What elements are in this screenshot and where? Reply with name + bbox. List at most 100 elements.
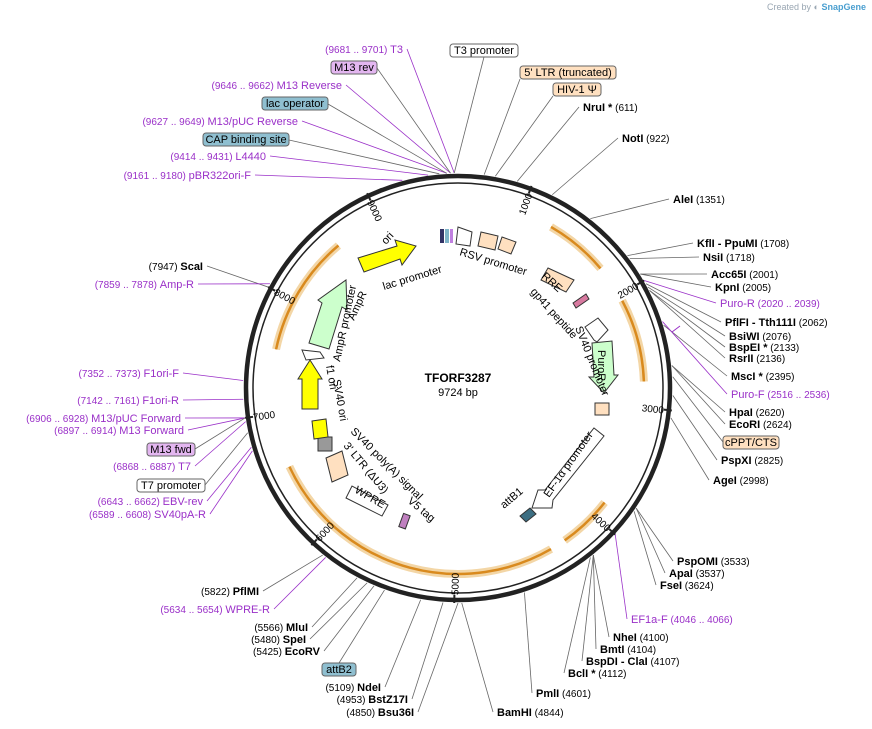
enzyme-text: (4107): [648, 657, 680, 668]
callout-line: [627, 242, 694, 257]
primer-text: (2020 .. 2039): [755, 299, 820, 310]
callout-line: [417, 602, 459, 713]
cap-site-mark: [440, 229, 444, 243]
callout-line: [194, 421, 246, 467]
callout-line: [309, 582, 368, 640]
callout-line: [495, 95, 554, 177]
feature-box: [136, 478, 206, 493]
enzyme-text: EcoRV: [285, 646, 321, 658]
primer-text: L4440: [235, 151, 266, 163]
feature-box: [552, 82, 602, 97]
enzyme-text: AleI: [673, 194, 693, 206]
enzyme-text: (2624): [760, 420, 792, 431]
attb1-label: attB1: [498, 486, 525, 512]
enzyme-label: (5566) MluI: [254, 622, 308, 634]
enzyme-text: PmlI: [536, 688, 559, 700]
orf-arc: [550, 225, 602, 270]
callout-line: [590, 198, 670, 219]
orf-arc: [274, 244, 340, 350]
enzyme-text: KflI: [697, 238, 715, 250]
enzyme-text: (5480): [251, 635, 283, 646]
callout-line: [345, 84, 451, 174]
callout-line: [327, 103, 447, 174]
enzyme-label: EcoRI (2624): [729, 419, 792, 431]
primer-text: M13/pUC Forward: [91, 413, 181, 425]
enzyme-label: NruI * (611): [583, 102, 638, 114]
enzyme-text: BclI *: [568, 668, 596, 680]
primer-text: (7352 .. 7373): [79, 369, 144, 380]
callout-line: [633, 511, 657, 586]
enzyme-label: BmtI (4104): [600, 644, 656, 656]
tick-mark: [244, 415, 254, 419]
primer-text: (9681 .. 9701): [325, 45, 390, 56]
enzyme-label: RsrII (2136): [729, 353, 785, 365]
primer-text: (6643 .. 6662): [98, 497, 163, 508]
features: [297, 226, 681, 530]
enzyme-label: PspXI (2825): [721, 455, 783, 467]
feature-box: [202, 132, 290, 147]
ef1a-promoter-label: EF-1α promoter: [542, 429, 596, 499]
primer-label: (9646 .. 9662) M13 Reverse: [212, 80, 342, 92]
feature-box: [330, 60, 378, 75]
enzyme-label: BspEI * (2133): [729, 342, 799, 354]
enzyme-text: (611): [612, 103, 637, 114]
primer-text: T3: [390, 44, 403, 56]
lac-operator-mark: [445, 229, 449, 243]
enzyme-text: BspEI *: [729, 342, 768, 354]
enzyme-text: (2136): [753, 354, 785, 365]
puror-label: PuroR: [595, 350, 607, 381]
primer-text: EF1a-F: [631, 614, 668, 626]
callout-line: [406, 48, 455, 174]
enzyme-label: FseI (3624): [660, 580, 714, 592]
primer-text: (9627 .. 9649): [142, 117, 207, 128]
primer-label: (9627 .. 9649) M13/pUC Reverse: [142, 116, 298, 128]
callout-line: [649, 290, 726, 348]
enzyme-text: NruI *: [583, 102, 613, 114]
enzyme-text: HpaI: [729, 407, 753, 419]
enzyme-text: (4100): [637, 633, 669, 644]
ampr-promoter-shape: [301, 349, 325, 361]
enzyme-text: RsrII: [729, 353, 753, 365]
enzyme-label: KpnI (2005): [715, 282, 771, 294]
callout-line: [204, 432, 249, 486]
primer-text: Puro-F: [731, 389, 765, 401]
ori-label: ori: [379, 230, 396, 247]
enzyme-label: PmlI (4601): [536, 688, 591, 700]
enzyme-text: (3624): [682, 581, 714, 592]
primer-text: (2516 .. 2536): [765, 390, 830, 401]
tick-label: 7000: [252, 410, 276, 424]
primer-text: WPRE-R: [225, 604, 270, 616]
sv40-promoter-shape: [584, 317, 609, 343]
enzyme-text: (4601): [559, 689, 591, 700]
callout-line: [269, 155, 429, 176]
callout-line: [411, 602, 444, 700]
callout-line: [254, 174, 403, 181]
callout-line: [640, 273, 712, 288]
primer-text: pBR322ori-F: [189, 170, 252, 182]
t3-promoter-shape: [455, 226, 473, 247]
callout-line: [206, 447, 252, 502]
enzyme-label: BsiWI (2076): [729, 331, 791, 343]
feature-box: [519, 65, 617, 80]
primer-text: (4046 .. 4066): [668, 615, 733, 626]
primer-text: SV40pA-R: [154, 509, 206, 521]
enzyme-label: NsiI (1718): [703, 252, 755, 264]
credit-text: Created by: [766, 2, 812, 12]
v5-tag-shape: [398, 512, 411, 530]
enzyme-text: SpeI: [283, 634, 306, 646]
enzyme-label: (7947) ScaI: [149, 261, 203, 273]
primer-label: (7352 .. 7373) F1ori-F: [79, 368, 180, 380]
feature-box-label: CAP binding site: [205, 134, 286, 146]
primer-label: (9681 .. 9701) T3: [325, 44, 403, 56]
primer-label: (6868 .. 6887) T7: [113, 461, 191, 473]
rsv-promoter-label: RSV promoter: [458, 246, 528, 278]
tick-mark: [527, 185, 533, 194]
credit-brand: SnapGene: [821, 2, 866, 12]
callout-line: [338, 589, 385, 664]
rre-shape: [540, 267, 575, 293]
tick-label: 5000: [450, 572, 461, 595]
primer-text: M13 Forward: [119, 425, 184, 437]
feature-box-label: lac operator: [266, 98, 324, 110]
callout-line: [182, 398, 244, 401]
feature-box-label: M13 fwd: [150, 444, 192, 456]
